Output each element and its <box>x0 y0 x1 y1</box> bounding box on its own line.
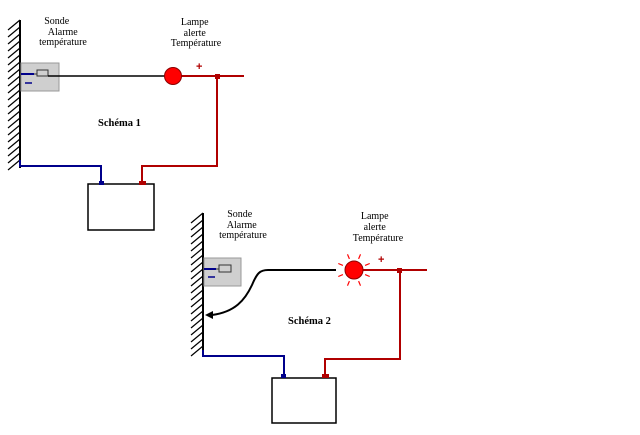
wall-hatch-line <box>190 303 204 315</box>
lamp-label-1: Lampe alerte Température <box>171 17 222 49</box>
wall-hatch-line <box>190 261 204 273</box>
wall-hatch-line <box>190 317 204 329</box>
wall-hatch-line <box>190 338 204 350</box>
wall-hatch-line <box>190 331 204 343</box>
wall-hatch-line <box>7 159 21 171</box>
wall-hatch-line <box>190 212 204 224</box>
wall-hatch-line <box>190 268 204 280</box>
wall-hatch-line <box>7 54 21 66</box>
plus-sign-1: + <box>196 61 202 73</box>
lamp-light-ray <box>346 254 350 260</box>
schema-title-2: Schéma 2 <box>288 316 331 327</box>
lamp-light-ray <box>346 280 350 286</box>
lamp-light-ray <box>338 274 344 278</box>
wall-hatch-line <box>7 75 21 87</box>
wall-hatch-line <box>190 219 204 231</box>
wall-hatch-line <box>190 233 204 245</box>
warning-lamp-2 <box>338 254 370 286</box>
battery-2 <box>271 374 337 424</box>
wall-hatch-line <box>190 254 204 266</box>
wall-hatch-line <box>7 103 21 115</box>
wall-hatch-line <box>190 310 204 322</box>
wall-hatch-line <box>190 226 204 238</box>
wires-2 <box>202 268 427 377</box>
wall-hatch-line <box>190 296 204 308</box>
wall-hatch-line <box>7 89 21 101</box>
wall-hatch-line <box>7 117 21 129</box>
wall-hatch-line <box>190 289 204 301</box>
wall-hatch-line <box>7 19 21 31</box>
wall-hatch-line <box>7 110 21 122</box>
wall-hatch-line <box>7 26 21 38</box>
wall-hatch-line <box>7 145 21 157</box>
wall-hatch-line <box>7 61 21 73</box>
wires-1 <box>19 74 244 184</box>
wall-hatch-line <box>190 247 204 259</box>
wall-hatch-line <box>190 282 204 294</box>
schema-2: + Sonde Alarme température Lampe alerte … <box>190 209 427 424</box>
lamp-light-ray <box>358 280 362 286</box>
wall-hatch-line <box>190 345 204 357</box>
lamp-light-ray <box>358 254 362 260</box>
wall-hatch-line <box>7 47 21 59</box>
schema-1: + Sonde Alarme température Lampe alerte … <box>7 16 244 231</box>
engine-wall-2 <box>190 212 204 357</box>
sensor-label-1: Sonde Alarme température <box>39 16 87 48</box>
temperature-sensor-1 <box>20 62 60 92</box>
wall-hatch-line <box>190 240 204 252</box>
lamp-label-2: Lampe alerte Température <box>353 211 404 244</box>
wall-hatch-line <box>7 124 21 136</box>
sensor-label-2: Sonde Alarme température <box>219 209 267 241</box>
wall-hatch-line <box>190 324 204 336</box>
plus-sign-2: + <box>378 254 384 266</box>
temperature-sensor-2 <box>203 257 242 287</box>
wall-hatch-line <box>7 131 21 143</box>
wall-hatch-line <box>7 138 21 150</box>
wall-hatch-line <box>7 152 21 164</box>
lamp-light-ray <box>364 274 370 278</box>
wall-hatch-line <box>7 96 21 108</box>
wall-hatch-line <box>7 40 21 52</box>
lamp-light-ray <box>364 262 370 266</box>
battery-1 <box>87 181 155 231</box>
wall-hatch-line <box>7 82 21 94</box>
wall-hatch-line <box>190 275 204 287</box>
engine-wall-1 <box>7 19 21 171</box>
schema-title-1: Schéma 1 <box>98 118 141 129</box>
wall-hatch-line <box>7 33 21 45</box>
wall-hatch-line <box>7 68 21 80</box>
lamp-light-ray <box>338 262 344 266</box>
warning-lamp-1 <box>164 67 182 85</box>
